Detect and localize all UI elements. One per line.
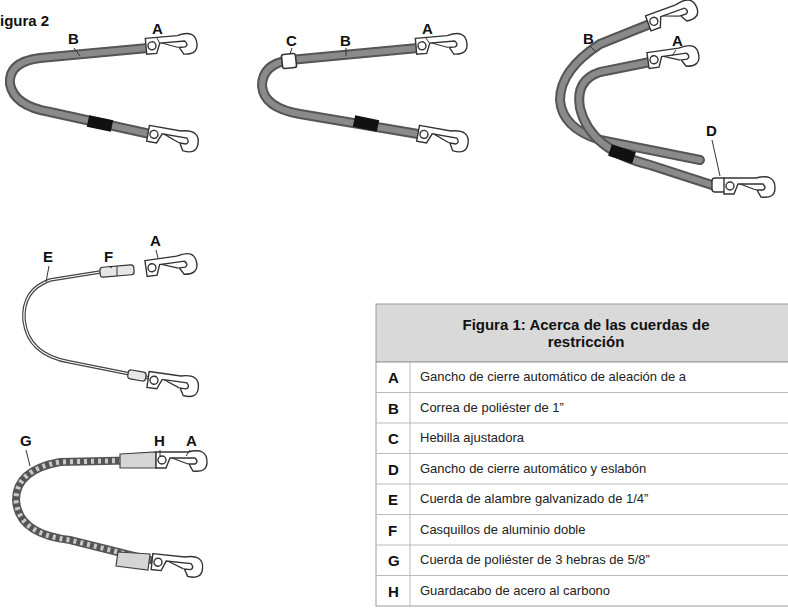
table-cell: Gancho de cierre automático de aleación … bbox=[420, 370, 686, 385]
table-cell: Casquillos de aluminio doble bbox=[420, 523, 586, 538]
y-web-lanyard bbox=[560, 0, 775, 197]
table-cell: Cuerda de alambre galvanizado de 1/4” bbox=[420, 492, 648, 507]
table-letter: B bbox=[388, 400, 399, 417]
table-cell: Correa de poliéster de 1” bbox=[420, 401, 564, 416]
parts-table bbox=[376, 304, 788, 606]
figure-label: igura 2 bbox=[0, 12, 49, 29]
callout-letter: B bbox=[583, 30, 594, 47]
table-cell: Gancho de cierre automático y eslabón bbox=[420, 462, 646, 477]
callout-letter: E bbox=[43, 248, 53, 265]
callout-letter: A bbox=[672, 32, 683, 49]
callout-letter: A bbox=[150, 232, 161, 249]
table-cell: Cuerda de poliéster de 3 hebras de 5/8” bbox=[420, 553, 650, 568]
table-letter: E bbox=[388, 491, 398, 508]
table-header: Figura 1: Acerca de las cuerdas de restr… bbox=[436, 316, 736, 351]
callout-letter: C bbox=[286, 32, 297, 49]
callout-letter: A bbox=[152, 20, 163, 37]
table-letter: D bbox=[388, 461, 399, 478]
rope-lanyard bbox=[16, 450, 207, 578]
table-letter: G bbox=[388, 552, 400, 569]
callout-letter: A bbox=[422, 20, 433, 37]
table-letter: F bbox=[388, 522, 397, 539]
callout-letter: D bbox=[706, 122, 717, 139]
wire-rope-lanyard bbox=[24, 250, 200, 398]
table-letter: A bbox=[388, 369, 399, 386]
callout-letter: B bbox=[340, 32, 351, 49]
table-cell: Hebilla ajustadora bbox=[420, 431, 524, 446]
callout-letter: H bbox=[154, 432, 165, 449]
web-lanyard bbox=[10, 33, 200, 154]
callout-letter: G bbox=[20, 432, 32, 449]
callout-letter: B bbox=[68, 30, 79, 47]
table-letter: H bbox=[388, 583, 399, 600]
callout-letter: A bbox=[186, 432, 197, 449]
table-letter: C bbox=[388, 430, 399, 447]
adjustable-web-lanyard bbox=[262, 33, 470, 154]
table-cell: Guardacabo de acero al carbono bbox=[420, 584, 610, 599]
callout-letter: F bbox=[104, 248, 113, 265]
